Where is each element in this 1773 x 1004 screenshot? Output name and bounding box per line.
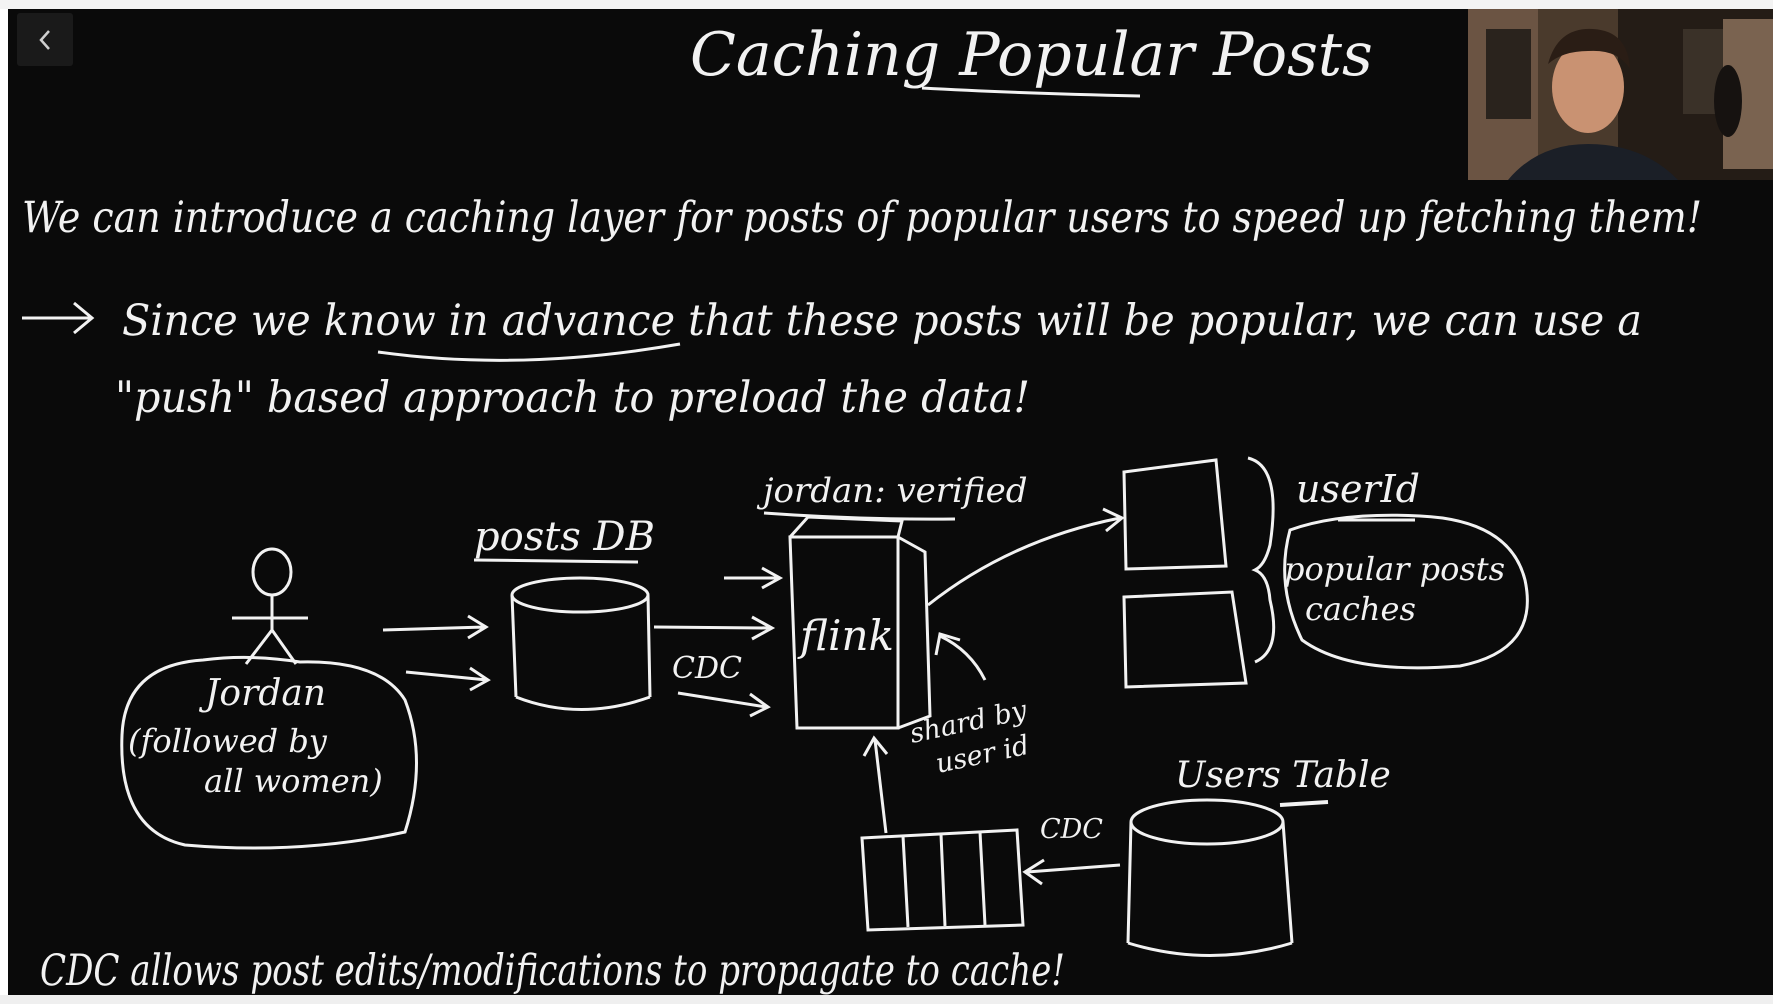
slide-title: Caching Popular Posts [690, 20, 1373, 90]
flink-box [788, 515, 932, 730]
cdc-label-2: CDC [1040, 814, 1103, 845]
bottom-strip [0, 995, 1773, 1004]
db-to-flink-arrows [653, 566, 784, 718]
user-sub-2: all women) [204, 762, 383, 800]
posts-db-underline [473, 558, 639, 564]
bullet-line-2: "push" based approach to preload the dat… [115, 373, 1030, 423]
bullet-line-1: Since we know in advance that these post… [122, 296, 1642, 346]
queue-to-flink-arrow [862, 735, 889, 834]
footer-line: CDC allows post edits/modifications to p… [40, 946, 1065, 996]
bullet-arrow-icon [22, 301, 95, 335]
posts-db-cylinder [510, 576, 652, 711]
top-strip [0, 0, 1773, 9]
posts-db-label: posts DB [474, 514, 655, 560]
flink-to-cache-arrow [927, 507, 1125, 607]
cache-boxes [1122, 458, 1248, 689]
users-table-underline [1279, 800, 1329, 807]
cache-label-2: caches [1305, 590, 1416, 628]
user-sub-1: (followed by [128, 722, 328, 760]
user-bubble [120, 655, 418, 850]
back-button[interactable] [17, 13, 73, 66]
chevron-left-icon [39, 29, 50, 50]
users-table-cylinder [1126, 798, 1294, 957]
flink-label: flink [797, 611, 894, 660]
cache-label-1: popular posts [1284, 550, 1505, 588]
users-to-queue-arrow [1022, 858, 1121, 886]
verified-label: jordan: verified [756, 471, 1027, 511]
userid-label: userId [1296, 467, 1420, 511]
cache-brace [1247, 456, 1276, 664]
user-label: Jordan [198, 673, 326, 714]
user-stick-figure-icon [232, 547, 308, 665]
shard-arrow [934, 632, 987, 681]
know-in-advance-underline [377, 342, 681, 362]
user-to-db-arrows [382, 614, 491, 692]
message-queue [860, 828, 1025, 932]
users-table-label: Users Table [1175, 755, 1391, 796]
presenter-video [1468, 9, 1773, 180]
intro-line: We can introduce a caching layer for pos… [22, 193, 1702, 243]
webcam-overlay [1468, 9, 1773, 180]
cache-bubble [1283, 513, 1529, 670]
title-underline [921, 86, 1141, 98]
cdc-label-1: CDC [672, 651, 742, 686]
